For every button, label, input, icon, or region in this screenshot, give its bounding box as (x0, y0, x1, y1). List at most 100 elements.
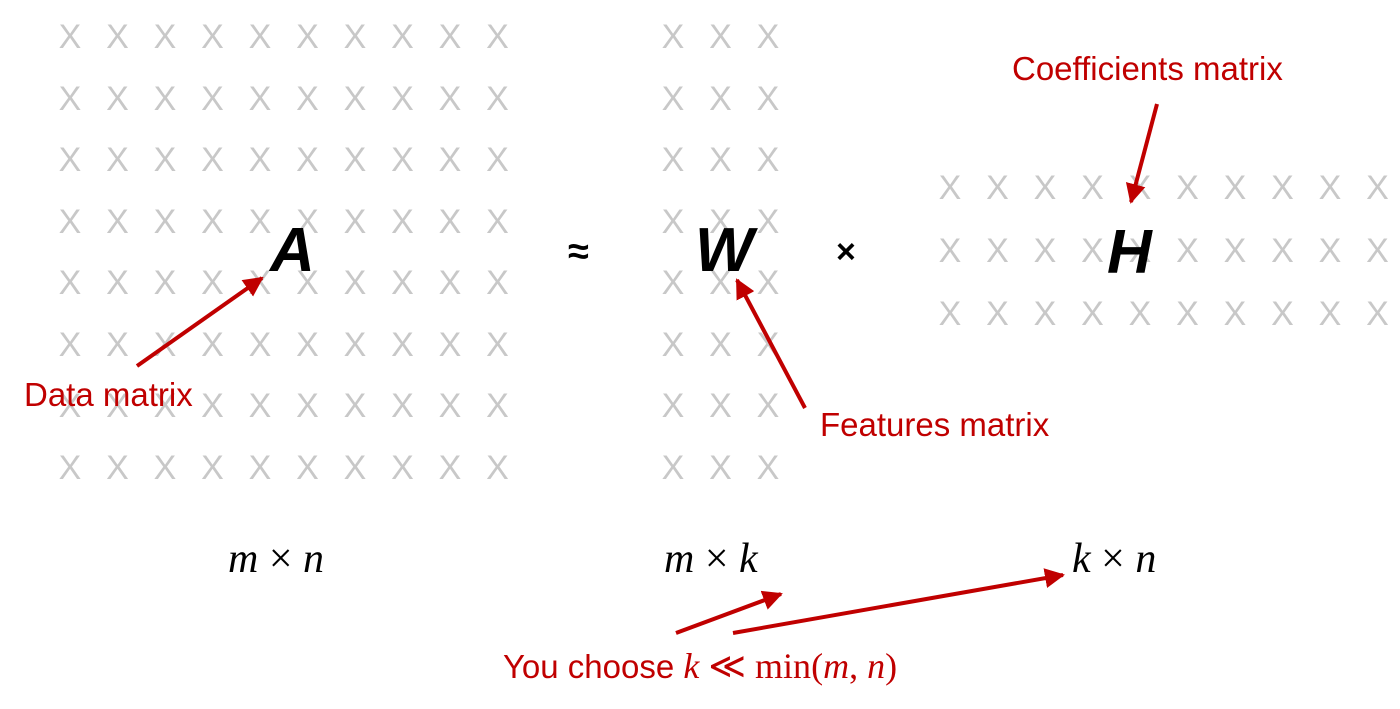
matrix-a-cell: X (296, 264, 319, 302)
matrix-h-cell: X (1033, 232, 1057, 270)
matrix-a-cell: X (153, 264, 177, 302)
matrix-w-cell: X (661, 264, 685, 302)
matrix-h-cell: X (1318, 169, 1342, 207)
matrix-w-cell: X (709, 141, 732, 179)
matrix-a-cell: X (343, 79, 367, 118)
matrix-h-cell: X (1128, 232, 1152, 270)
matrix-a-cell: X (201, 202, 224, 241)
matrix-w-cell: X (661, 79, 685, 118)
matrix-w-cell: X (661, 202, 685, 241)
matrix-a-cell: X (106, 387, 129, 425)
matrix-w-cell: X (709, 264, 732, 302)
matrix-a-cell: X (438, 448, 462, 487)
matrix-a-cell: X (248, 448, 272, 487)
matrix-a-cell: X (296, 141, 319, 179)
matrix-w-cell: X (661, 325, 685, 364)
matrix-a-cell: X (58, 264, 82, 302)
matrix-h-symbol: H (1107, 218, 1152, 287)
matrix-a-cell: X (201, 141, 224, 179)
matrix-a-cell: X (58, 141, 82, 179)
matrix-a-cell: X (486, 448, 509, 487)
matrix-h-cell: X (1081, 232, 1104, 270)
data-matrix-arrow (135, 276, 264, 368)
matrix-h-cell: X (1176, 232, 1199, 270)
matrix-a-cell: X (201, 18, 224, 56)
matrix-a-cell: X (391, 18, 414, 56)
matrix-w-cell: X (709, 79, 732, 118)
matrix-h-cell: X (1176, 295, 1199, 333)
matrix-w-cell: X (709, 202, 732, 241)
matrix-w-cell: X (756, 387, 780, 425)
dims-a: m × n (228, 538, 324, 580)
matrix-w-cell: X (661, 448, 685, 487)
matrix-w-cell: X (709, 387, 732, 425)
matrix-h-cell: X (938, 232, 962, 270)
matrix-a-cell: X (391, 141, 414, 179)
matrix-a-cell: X (391, 264, 414, 302)
matrix-a-cell: X (106, 202, 129, 241)
matrix-h-cell: X (1366, 232, 1389, 270)
matrix-a-cell: X (438, 18, 462, 56)
matrix-a-cell: X (153, 387, 177, 425)
matrix-a-cell: X (438, 141, 462, 179)
matrix-h-cell: X (1318, 232, 1342, 270)
matrix-a-cell: X (486, 387, 509, 425)
note-open-paren: ( (811, 646, 824, 686)
matrix-h-cell: X (1271, 232, 1294, 270)
matrix-a-cell: X (296, 387, 319, 425)
matrix-a-cell: X (248, 79, 272, 118)
matrix-h-cell: X (1081, 295, 1104, 333)
note-prefix: You choose (502, 648, 684, 685)
dims-a-cols: n (303, 536, 325, 582)
matrix-h-cell: X (986, 295, 1009, 333)
matrix-h-cell: X (1318, 295, 1342, 333)
dims-w: m × k (664, 538, 758, 580)
matrix-h-cell: X (1033, 295, 1057, 333)
matrix-h-cell: X (1033, 169, 1057, 207)
matrix-w-cell: X (709, 18, 732, 56)
matrix-a-cell: X (106, 448, 129, 487)
matrix-a-cell: X (391, 202, 414, 241)
matrix-a-cell: X (296, 448, 319, 487)
matrix-a-cell: X (486, 202, 509, 241)
matrix-a-cell: X (438, 387, 462, 425)
matrix-a-cell: X (153, 448, 177, 487)
matrix-w-cell: X (661, 18, 685, 56)
matrix-a-cell: X (58, 79, 82, 118)
features-matrix-label: Features matrix (820, 406, 1050, 443)
note-min: min (755, 646, 812, 686)
note-close-paren: ) (885, 646, 898, 686)
note-m: m (823, 646, 850, 686)
matrix-w-cell: X (756, 18, 780, 56)
data-matrix-label: Data matrix (24, 376, 193, 413)
matrix-a-cell: X (248, 387, 272, 425)
matrix-a-cell: X (58, 448, 82, 487)
dims-w-rows: m (664, 536, 695, 582)
coefficients-matrix-label: Coefficients matrix (1012, 50, 1283, 87)
matrix-a-cell: X (248, 18, 272, 56)
matrix-a-cell: X (58, 202, 82, 241)
matrix-a-cell: X (153, 79, 177, 118)
matrix-a-cell: X (343, 387, 367, 425)
matrix-a-cell: X (343, 325, 367, 364)
matrix-w-cell: X (756, 79, 780, 118)
matrix-a-cell: X (153, 141, 177, 179)
matrix-h-cell: X (938, 169, 962, 207)
matrix-a-cell: X (343, 264, 367, 302)
matrix-h-cell: X (1366, 295, 1389, 333)
matrix-a-cell: X (58, 387, 82, 425)
matrix-h-cell: X (938, 295, 962, 333)
matrix-a-cell: X (58, 18, 82, 56)
matrix-a-cell: X (106, 264, 129, 302)
matrix-a-cell: X (486, 264, 509, 302)
matrix-a-cell: X (248, 141, 272, 179)
matrix-a-cell: X (106, 325, 129, 364)
dims-h-rows: k (1072, 536, 1091, 582)
matrix-a-cell: X (201, 264, 224, 302)
coefficients-matrix-arrow (1125, 103, 1159, 204)
matrix-h-cell: X (1176, 169, 1199, 207)
note-comma: , (849, 646, 868, 686)
matrix-h-cell: X (1128, 295, 1152, 333)
